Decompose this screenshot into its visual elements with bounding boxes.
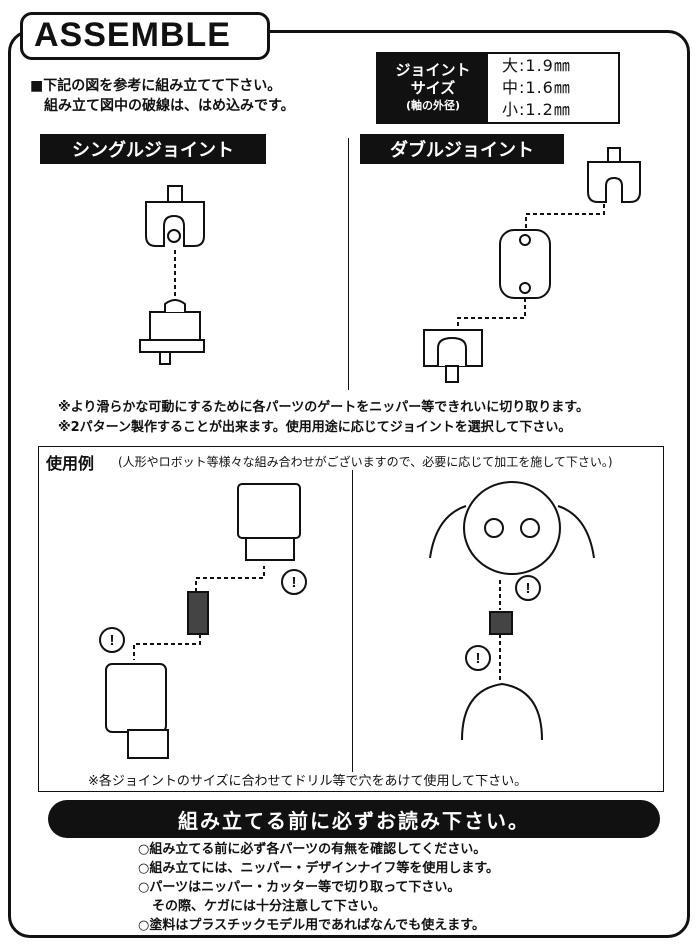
usage-note: (人形やロボット等様々な組み合わせがございますので、必要に応じて加工を施して下さ… <box>118 453 613 470</box>
warning-item: ○塗料はプラスチックモデル用であればなんでも使えます。 <box>138 916 499 935</box>
warning-list: ○組み立てる前に必ず各パーツの有無を確認してください。 ○組み立てには、ニッパー… <box>138 840 499 935</box>
double-joint-connector <box>500 230 550 298</box>
single-joint-ball <box>140 300 204 364</box>
warning-item: ○組み立てる前に必ず各パーツの有無を確認してください。 <box>138 840 499 859</box>
warning-item: ○組み立てには、ニッパー・デザインナイフ等を使用します。 <box>138 859 499 878</box>
drill-note: ※各ジョイントのサイズに合わせてドリル等で穴をあけて使用して下さい。 <box>88 770 527 789</box>
double-joint-bottom-socket <box>424 330 482 382</box>
warning-item: その際、ケガには十分注意して下さい。 <box>138 897 499 916</box>
warning-item: ○パーツはニッパー・カッター等で切り取って下さい。 <box>138 878 499 897</box>
warning-title: 組み立てる前に必ずお読み下さい。 <box>48 800 660 838</box>
double-joint-dash-top <box>526 204 604 230</box>
double-joint-top-socket <box>588 148 640 202</box>
note-pattern: ※2パターン製作することが出来ます。使用用途に応じてジョイントを選択して下さい。 <box>58 416 571 435</box>
usage-example-box <box>38 446 664 792</box>
usage-divider <box>352 470 353 772</box>
usage-label: 使用例 <box>46 450 94 474</box>
note-gate: ※より滑らかな可動にするために各パーツのゲートをニッパー等できれいに切り取ります… <box>58 396 589 415</box>
double-joint-dash-bottom <box>458 298 525 328</box>
single-joint-socket <box>146 186 204 246</box>
